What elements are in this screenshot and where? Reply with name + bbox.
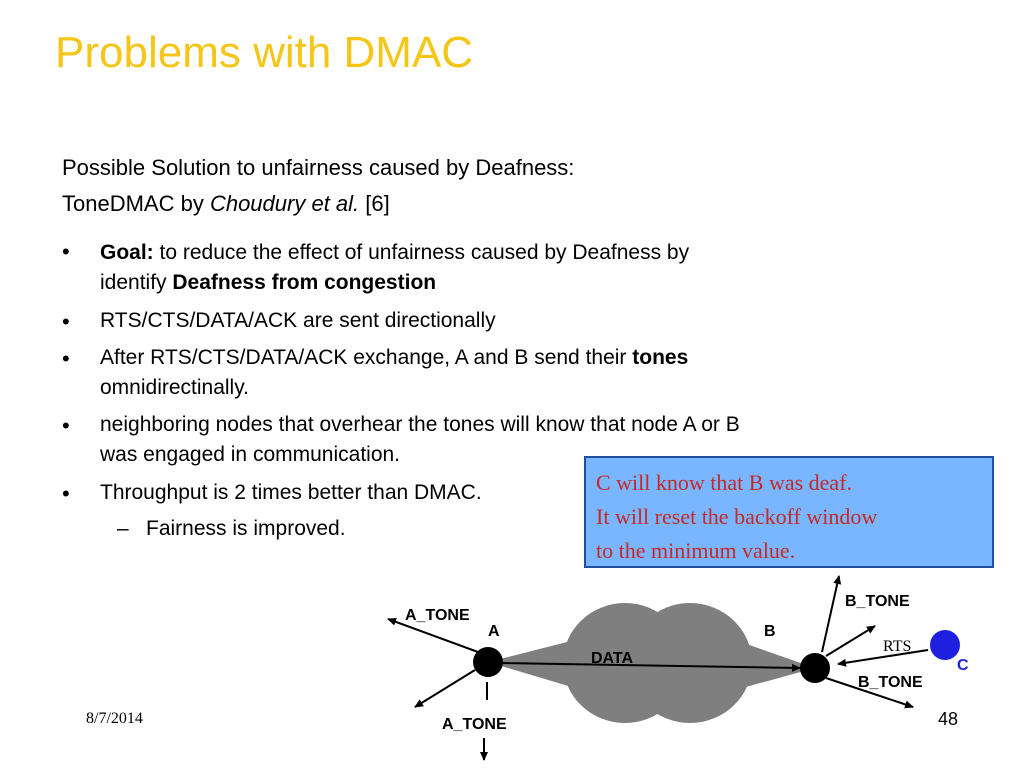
callout-box: C will know that B was deaf. It will res…	[584, 456, 994, 568]
footer-date: 8/7/2014	[86, 710, 143, 727]
intro-prefix: ToneDMAC by	[62, 191, 210, 216]
label-b-tone-top: B_TONE	[845, 593, 910, 610]
label-a: A	[488, 623, 500, 640]
slide-title: Problems with DMAC	[55, 28, 474, 77]
label-rts: RTS	[883, 638, 911, 655]
intro-ref: [6]	[359, 191, 390, 216]
tones-text-1: After RTS/CTS/DATA/ACK exchange, A and B…	[100, 346, 633, 369]
page-number: 48	[938, 709, 959, 729]
b-tone-arrow-down-right	[825, 677, 914, 709]
intro-author: Choudury et al.	[209, 191, 360, 216]
a-tone-arrow-down-left	[414, 669, 476, 708]
bullet-symbol: •	[62, 239, 70, 264]
sub-bullet-fairness: Fairness is improved.	[146, 517, 346, 540]
label-b: B	[764, 623, 776, 640]
node-c	[930, 630, 960, 660]
bullet-neighbors-line-1: neighboring nodes that overhear the tone…	[100, 413, 740, 436]
label-b-tone-bottom: B_TONE	[858, 674, 923, 691]
callout-line-1: C will know that B was deaf.	[596, 470, 853, 495]
bullet-goal-line-2: identify Deafness from congestion	[100, 271, 436, 295]
node-a	[473, 647, 503, 677]
rts-arrow	[837, 649, 929, 667]
bullet-symbol: •	[62, 309, 70, 334]
sub-bullet-symbol: –	[117, 517, 129, 540]
bullet-symbol: •	[62, 346, 70, 371]
label-data: DATA	[591, 650, 634, 667]
tones-bold: tones	[632, 346, 689, 369]
intro-line-1: Possible Solution to unfairness caused b…	[62, 155, 575, 180]
callout-line-2: It will reset the backoff window	[596, 504, 878, 529]
bullet-rts-directional: RTS/CTS/DATA/ACK are sent directionally	[100, 309, 496, 332]
bullet-symbol: •	[62, 413, 70, 438]
intro-line-2: ToneDMAC by Choudury et al. [6]	[62, 191, 390, 217]
goal-bold: Deafness from congestion	[172, 271, 437, 294]
callout-line-3: to the minimum value.	[596, 538, 796, 563]
a-tone-arrow-up-left	[387, 617, 479, 653]
b-tone-arrow-up	[821, 575, 842, 653]
bullet-goal-line-1: Goal: to reduce the effect of unfairness…	[100, 241, 689, 265]
bullet-neighbors-line-2: was engaged in communication.	[100, 443, 401, 466]
data-arrow	[499, 662, 801, 672]
label-c: C	[957, 657, 969, 674]
node-b	[800, 653, 830, 683]
bullet-throughput: Throughput is 2 times better than DMAC.	[100, 481, 482, 504]
bullet-symbol: •	[62, 481, 70, 506]
goal-text-2: identify	[100, 271, 173, 294]
label-a-tone-bottom: A_TONE	[442, 716, 507, 733]
b-tone-arrow-upper-right	[825, 625, 876, 657]
goal-label: Goal:	[100, 241, 154, 264]
goal-text-1: to reduce the effect of unfairness cause…	[153, 241, 690, 264]
label-a-tone-top: A_TONE	[405, 607, 470, 624]
transmission-cloud	[488, 603, 815, 723]
bullet-tones-line-1: After RTS/CTS/DATA/ACK exchange, A and B…	[100, 346, 688, 370]
bullet-tones-line-2: omnidirectinally.	[100, 376, 249, 399]
